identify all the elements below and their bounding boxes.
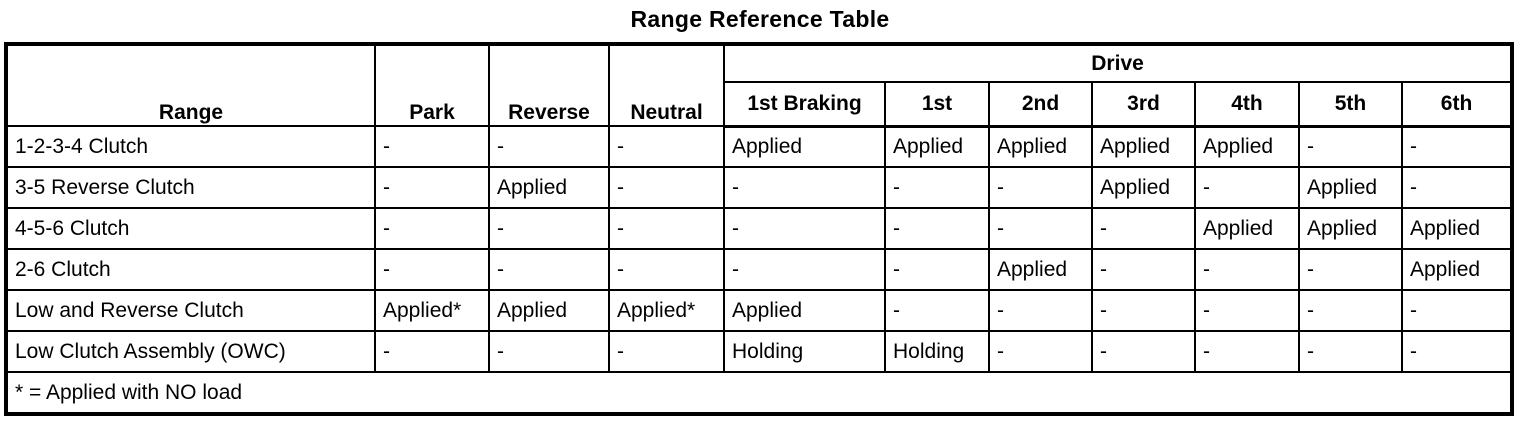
header-3rd: 3rd <box>1091 81 1196 128</box>
cell-5th: Applied <box>1298 166 1403 209</box>
table-row: 4-5-6 Clutch - - - - - - - Applied Appli… <box>5 207 1514 250</box>
page: Range Reference Table Range Park Reverse… <box>4 6 1515 416</box>
cell-5th: - <box>1298 248 1403 291</box>
footnote-row: * = Applied with NO load <box>4 371 1514 415</box>
cell-4th: Applied <box>1194 207 1300 250</box>
cell-reverse: Applied <box>488 289 610 332</box>
cell-reverse: - <box>488 330 610 373</box>
cell-5th: - <box>1298 289 1403 332</box>
cell-1st: - <box>884 289 990 332</box>
cell-park: - <box>374 125 490 168</box>
cell-reverse: - <box>488 248 610 291</box>
cell-1st: - <box>884 207 990 250</box>
table-row: 2-6 Clutch - - - - - Applied - - - Appli… <box>5 248 1514 291</box>
header-1st-braking: 1st Braking <box>723 81 886 128</box>
cell-6th: - <box>1400 330 1514 373</box>
cell-reverse: Applied <box>488 166 610 209</box>
cell-6th: Applied <box>1400 207 1514 250</box>
cell-park: - <box>374 330 490 373</box>
cell-1st: - <box>884 248 990 291</box>
table-header: Range Park Reverse Neutral Drive 1st Bra… <box>5 43 1514 128</box>
header-5th: 5th <box>1298 81 1403 128</box>
cell-3rd: Applied <box>1091 166 1196 209</box>
page-title: Range Reference Table <box>630 6 890 32</box>
cell-neutral: - <box>608 330 725 373</box>
cell-2nd: - <box>988 207 1093 250</box>
cell-3rd: - <box>1091 289 1196 332</box>
row-label: 4-5-6 Clutch <box>5 207 376 250</box>
table-row: Low Clutch Assembly (OWC) - - - Holding … <box>5 330 1514 373</box>
cell-park: - <box>374 248 490 291</box>
cell-neutral: - <box>608 125 725 168</box>
cell-park: - <box>374 207 490 250</box>
cell-neutral: - <box>608 207 725 250</box>
cell-1st-braking: - <box>723 207 886 250</box>
cell-reverse: - <box>488 125 610 168</box>
table-row: 1-2-3-4 Clutch - - - Applied Applied App… <box>5 125 1514 168</box>
header-drive-group: Drive <box>722 43 1514 83</box>
header-park: Park <box>374 43 490 127</box>
cell-1st-braking: Applied <box>723 289 886 332</box>
cell-2nd: Applied <box>988 248 1093 291</box>
cell-4th: - <box>1194 289 1300 332</box>
cell-1st-braking: Holding <box>723 330 886 373</box>
cell-1st: - <box>884 166 990 209</box>
cell-1st-braking: - <box>723 166 886 209</box>
cell-3rd: - <box>1091 248 1196 291</box>
row-label: 3-5 Reverse Clutch <box>5 166 376 209</box>
cell-3rd: Applied <box>1091 125 1196 168</box>
cell-2nd: - <box>988 330 1093 373</box>
header-4th: 4th <box>1194 81 1300 128</box>
cell-4th: Applied <box>1194 125 1300 168</box>
cell-1st-braking: Applied <box>723 125 886 168</box>
header-2nd: 2nd <box>988 81 1093 128</box>
table-row: 3-5 Reverse Clutch - Applied - - - - App… <box>5 166 1514 209</box>
header-reverse: Reverse <box>488 43 610 127</box>
header-row-drive-gears: 1st Braking 1st 2nd 3rd 4th 5th 6th <box>6 81 1514 128</box>
row-label: 2-6 Clutch <box>5 248 376 291</box>
cell-6th: - <box>1400 166 1514 209</box>
cell-4th: - <box>1194 248 1300 291</box>
header-neutral: Neutral <box>608 43 725 127</box>
range-reference-table: Range Park Reverse Neutral Drive 1st Bra… <box>4 42 1515 416</box>
cell-2nd: Applied <box>988 125 1093 168</box>
table-footnote: * = Applied with NO load <box>4 371 1514 415</box>
header-row-top: Range Park Reverse Neutral Drive <box>5 43 1514 127</box>
cell-2nd: - <box>988 289 1093 332</box>
cell-2nd: - <box>988 166 1093 209</box>
header-1st: 1st <box>884 81 990 128</box>
cell-4th: - <box>1194 166 1300 209</box>
cell-6th: Applied <box>1400 248 1514 291</box>
cell-park: - <box>374 166 490 209</box>
cell-1st: Holding <box>884 330 990 373</box>
cell-4th: - <box>1194 330 1300 373</box>
table-row: Low and Reverse Clutch Applied* Applied … <box>5 289 1514 332</box>
cell-neutral: - <box>608 166 725 209</box>
cell-5th: - <box>1298 125 1403 168</box>
cell-reverse: - <box>488 207 610 250</box>
cell-6th: - <box>1400 289 1514 332</box>
table-body: 1-2-3-4 Clutch - - - Applied Applied App… <box>4 125 1514 415</box>
cell-1st-braking: - <box>723 248 886 291</box>
cell-park: Applied* <box>374 289 490 332</box>
cell-neutral: Applied* <box>608 289 725 332</box>
row-label: 1-2-3-4 Clutch <box>5 125 376 168</box>
row-label: Low and Reverse Clutch <box>5 289 376 332</box>
cell-1st: Applied <box>884 125 990 168</box>
row-label: Low Clutch Assembly (OWC) <box>5 330 376 373</box>
header-range: Range <box>5 43 376 127</box>
cell-3rd: - <box>1091 207 1196 250</box>
cell-3rd: - <box>1091 330 1196 373</box>
cell-5th: - <box>1298 330 1403 373</box>
cell-6th: - <box>1400 125 1514 168</box>
cell-neutral: - <box>608 248 725 291</box>
header-6th: 6th <box>1400 81 1514 128</box>
cell-5th: Applied <box>1298 207 1403 250</box>
